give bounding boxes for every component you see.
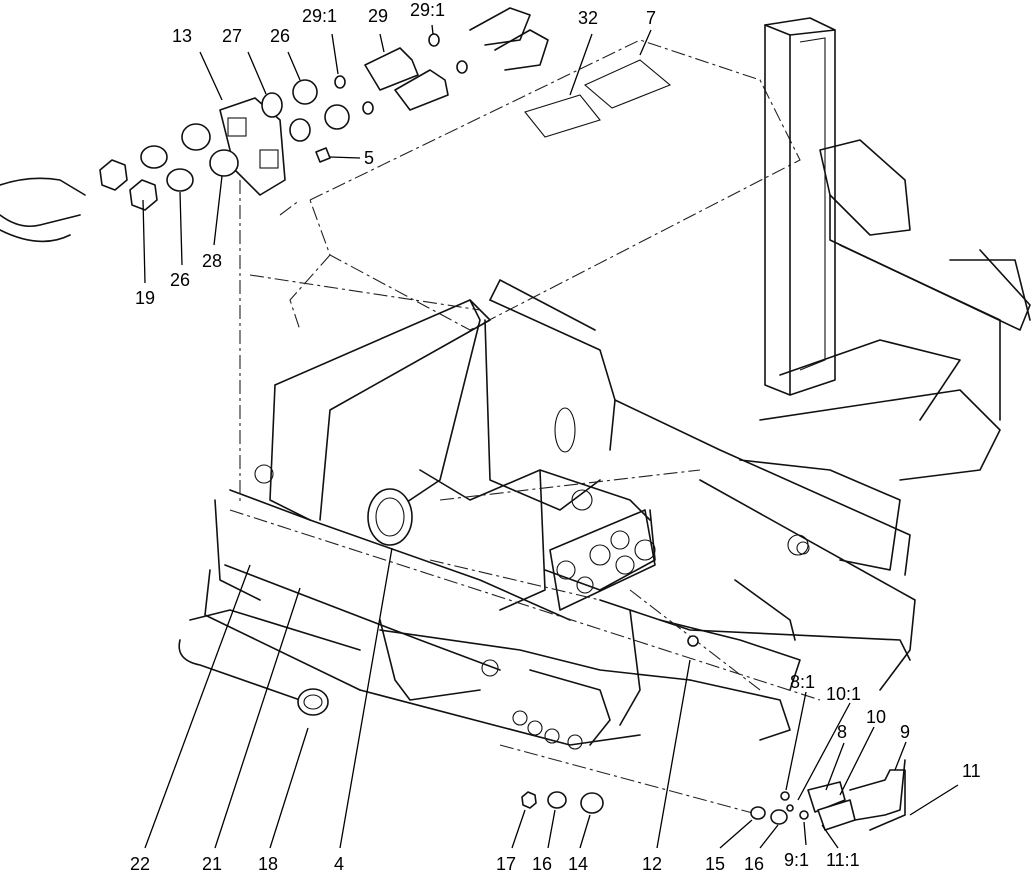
callout-16-right: 16 — [744, 854, 764, 874]
callout-27: 27 — [222, 26, 242, 46]
callout-28: 28 — [202, 251, 222, 271]
callout-11-1: 11:1 — [826, 850, 860, 870]
callout-14: 14 — [568, 854, 588, 874]
decal-32 — [524, 94, 601, 138]
top-cover-plate — [279, 39, 801, 331]
callout-labels: 13 27 26 29:1 29 29:1 32 7 5 19 26 28 8:… — [130, 0, 981, 874]
fittings-bottom-right — [750, 759, 906, 831]
callout-15: 15 — [705, 854, 725, 874]
callout-21: 21 — [202, 854, 222, 874]
callout-32: 32 — [578, 8, 598, 28]
callout-13: 13 — [172, 26, 192, 46]
callout-4: 4 — [334, 854, 344, 874]
grommet-18 — [297, 688, 329, 716]
callout-17: 17 — [496, 854, 516, 874]
decal-7 — [583, 59, 672, 109]
callout-19: 19 — [135, 288, 155, 308]
callout-9-1: 9:1 — [784, 850, 809, 870]
callout-29: 29 — [368, 6, 388, 26]
leader-lines — [142, 24, 959, 849]
callout-22: 22 — [130, 854, 150, 874]
callout-16-center: 16 — [532, 854, 552, 874]
callout-10-1: 10:1 — [826, 684, 861, 704]
callout-29-1-left: 29:1 — [302, 6, 337, 26]
callout-8: 8 — [837, 722, 847, 742]
bolt-12 — [687, 635, 699, 647]
grommet-4 — [367, 488, 413, 546]
right-frame-rail — [614, 139, 1031, 691]
callout-9: 9 — [900, 722, 910, 742]
callout-12: 12 — [642, 854, 662, 874]
callout-18: 18 — [258, 854, 278, 874]
callout-26-upper: 26 — [270, 26, 290, 46]
callout-11: 11 — [962, 761, 981, 781]
bulkhead-fittings-upper — [0, 7, 549, 243]
main-frame — [178, 279, 911, 750]
dashed-lines — [229, 180, 821, 816]
callout-8-1: 8:1 — [790, 672, 815, 692]
callout-10: 10 — [866, 707, 886, 727]
callout-26-lower: 26 — [170, 270, 190, 290]
vertical-post — [764, 17, 836, 396]
fittings-bottom-center — [521, 791, 604, 814]
callout-7: 7 — [646, 8, 656, 28]
callout-29-1-right: 29:1 — [410, 0, 445, 20]
callout-5: 5 — [364, 148, 374, 168]
